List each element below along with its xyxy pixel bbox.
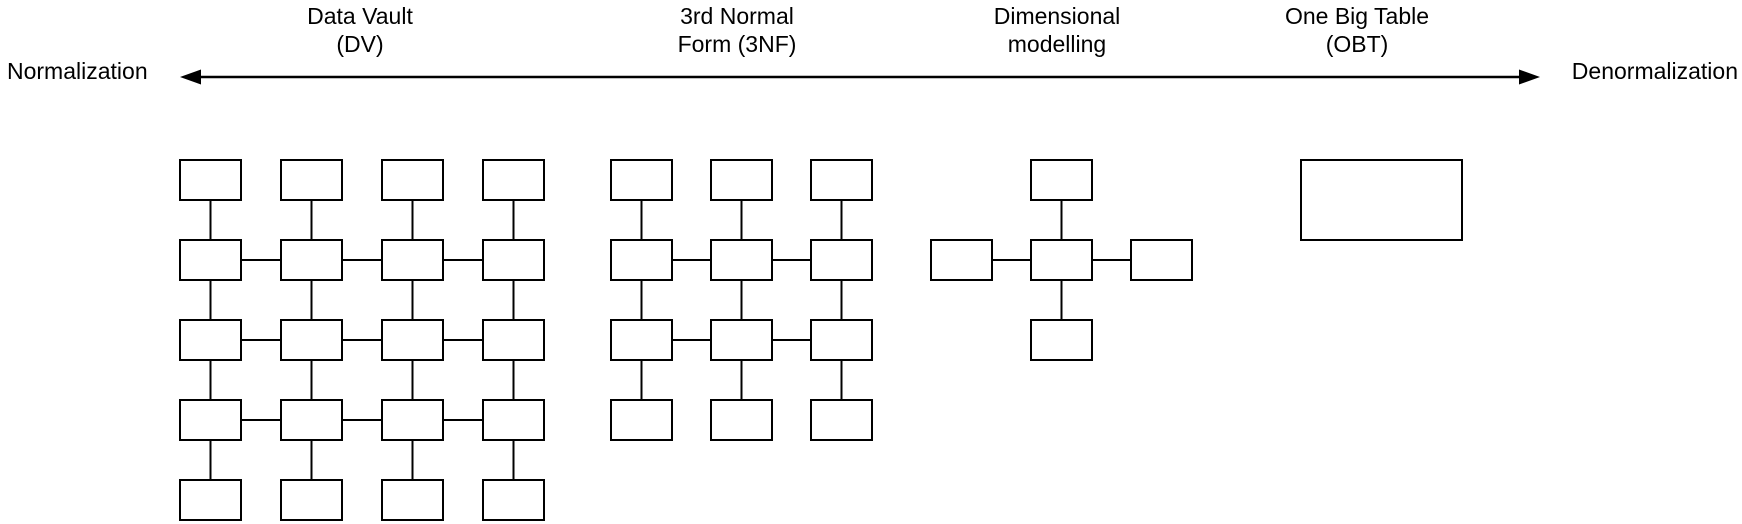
dimension-table-box	[930, 239, 993, 281]
label-line: modelling	[1007, 31, 1107, 57]
table-box	[179, 159, 242, 201]
table-box	[280, 159, 343, 201]
table-box	[381, 479, 444, 521]
table-box	[610, 399, 673, 441]
table-box	[810, 399, 873, 441]
table-box	[482, 239, 545, 281]
table-box	[710, 319, 773, 361]
label-dimensional-modelling: Dimensional modelling	[907, 2, 1207, 58]
table-box	[179, 319, 242, 361]
table-box	[381, 319, 444, 361]
table-box	[710, 399, 773, 441]
table-box	[280, 479, 343, 521]
table-box	[810, 159, 873, 201]
label-line: One Big Table	[1284, 3, 1430, 29]
table-box	[381, 399, 444, 441]
table-box	[381, 159, 444, 201]
dimension-table-box	[1130, 239, 1193, 281]
table-box	[280, 239, 343, 281]
label-line: (OBT)	[1325, 31, 1389, 57]
table-box	[179, 399, 242, 441]
label-line: Data Vault	[307, 3, 413, 29]
table-box	[381, 239, 444, 281]
table-box	[610, 319, 673, 361]
dimension-table-box	[1030, 159, 1093, 201]
table-box	[280, 319, 343, 361]
table-box	[179, 479, 242, 521]
table-box	[280, 399, 343, 441]
label-line: 3rd Normal	[680, 3, 794, 29]
fact-table-box	[1030, 239, 1093, 281]
label-line: Dimensional	[993, 3, 1121, 29]
label-data-vault: Data Vault (DV)	[210, 2, 510, 58]
normalization-label: Normalization	[7, 58, 148, 84]
label-3nf: 3rd Normal Form (3NF)	[587, 2, 887, 58]
table-box	[610, 159, 673, 201]
label-line: (DV)	[336, 31, 384, 57]
table-box	[710, 239, 773, 281]
denormalization-label: Denormalization	[1571, 58, 1738, 84]
table-box	[482, 159, 545, 201]
arrowhead-right-icon	[1519, 69, 1540, 85]
arrowhead-left-icon	[180, 69, 201, 85]
table-box	[810, 319, 873, 361]
table-box	[610, 239, 673, 281]
table-box	[179, 239, 242, 281]
table-box	[482, 479, 545, 521]
one-big-table-box	[1300, 159, 1463, 241]
dimension-table-box	[1030, 319, 1093, 361]
label-one-big-table: One Big Table (OBT)	[1207, 2, 1507, 58]
table-box	[482, 399, 545, 441]
table-box	[482, 319, 545, 361]
label-line: Form (3NF)	[677, 31, 797, 57]
table-box	[810, 239, 873, 281]
table-box	[710, 159, 773, 201]
